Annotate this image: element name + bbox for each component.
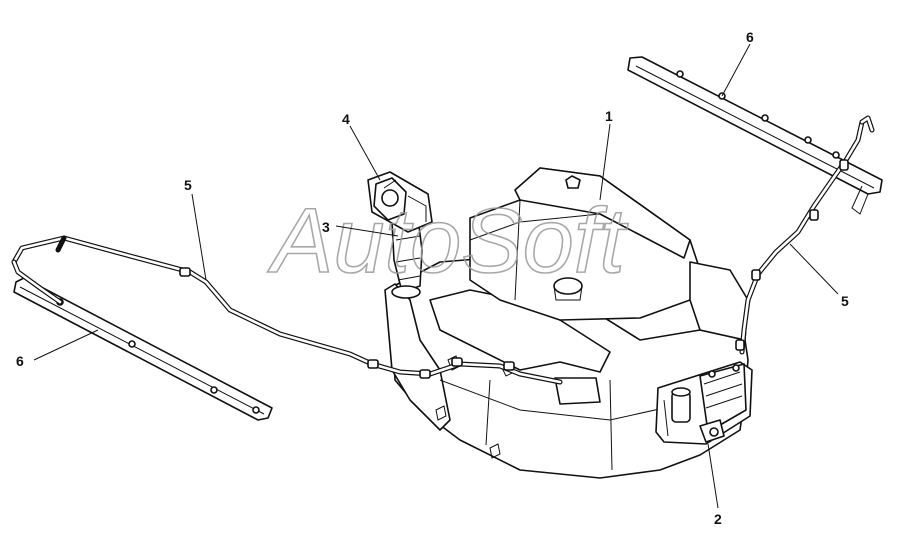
callout-6-top: 6 — [746, 29, 754, 45]
washer-hose-right — [735, 115, 875, 355]
callout-5-left: 5 — [184, 177, 192, 193]
callout-6-left: 6 — [16, 353, 24, 369]
filler-cap-assembly — [367, 171, 433, 233]
watermark: AutoSoft — [267, 190, 628, 292]
callout-2: 2 — [714, 511, 722, 527]
leader-lines — [33, 43, 839, 509]
callouts: 1 2 3 4 5 5 6 6 — [16, 29, 849, 527]
washer-hose-left — [11, 235, 563, 385]
callout-1: 1 — [605, 108, 613, 124]
filler-pipe — [391, 217, 423, 299]
washer-tank — [384, 167, 749, 479]
callout-5-right: 5 — [841, 293, 849, 309]
bracket-rail-right — [627, 56, 883, 215]
callout-3: 3 — [322, 219, 330, 235]
callout-4: 4 — [342, 111, 350, 127]
pump-unit — [655, 361, 753, 445]
